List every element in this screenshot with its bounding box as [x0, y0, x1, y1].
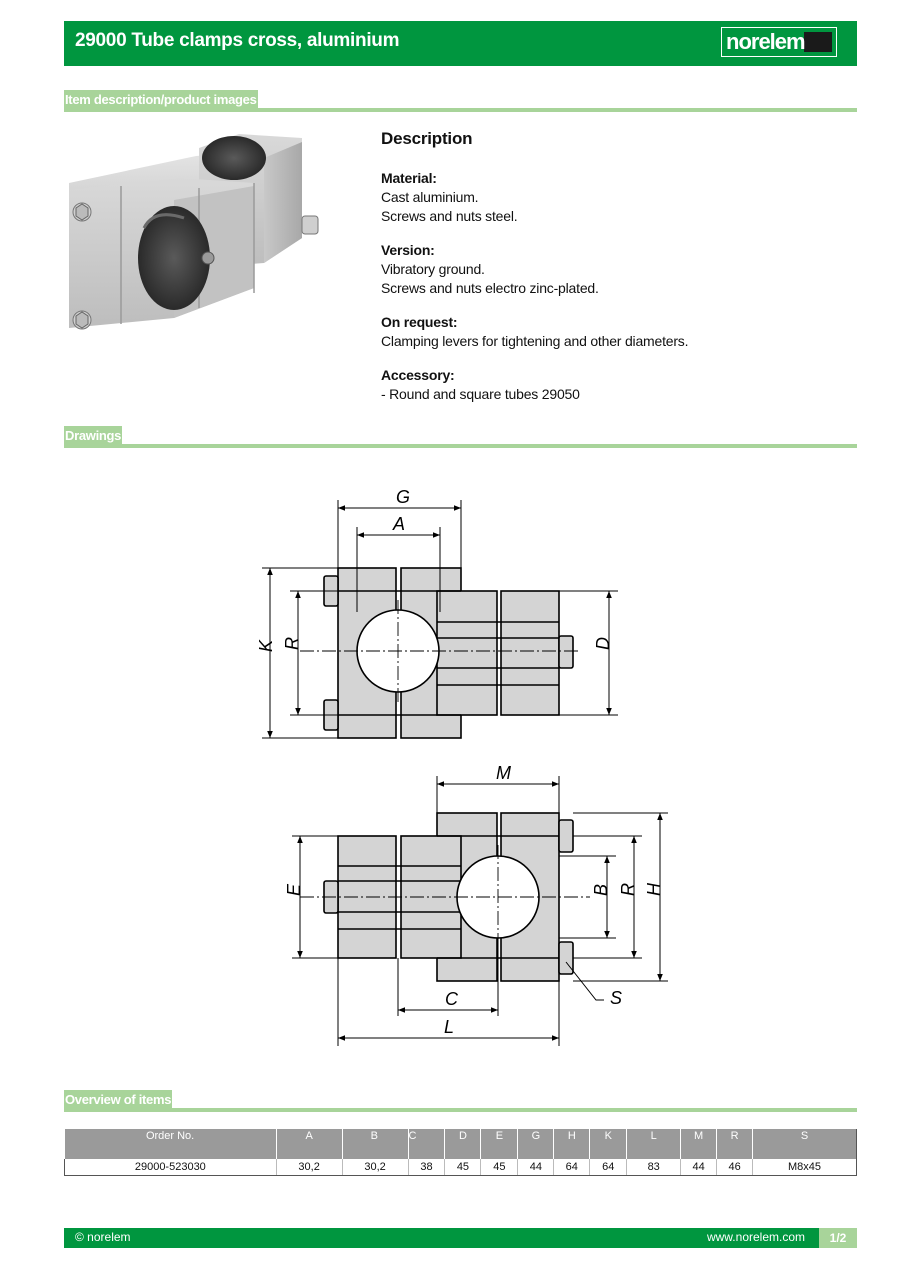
dim-label-r2: R: [618, 883, 638, 896]
version-label: Version:: [381, 242, 435, 258]
dim-label-g: G: [396, 487, 410, 507]
on-request-block: On request: Clamping levers for tighteni…: [381, 313, 851, 351]
version-block: Version: Vibratory ground. Screws and nu…: [381, 241, 851, 298]
section-drawings: Drawings: [64, 426, 857, 448]
table-cell: 38: [408, 1159, 446, 1176]
version-line: Vibratory ground.: [381, 261, 485, 277]
section-label: Item description/product images: [64, 90, 258, 112]
table-cell: 30,2: [342, 1159, 409, 1176]
dim-label-e: E: [284, 883, 304, 896]
material-block: Material: Cast aluminium. Screws and nut…: [381, 169, 851, 226]
table-cell: 83: [626, 1159, 682, 1176]
table-header-s: S: [752, 1129, 857, 1159]
material-label: Material:: [381, 170, 437, 186]
section-rule: [64, 1108, 857, 1112]
table-header-b: B: [342, 1129, 409, 1159]
items-table: Order No. A B C D E G H K L M R S 29000-…: [64, 1129, 857, 1176]
table-header-h: H: [553, 1129, 591, 1159]
dim-label-s: S: [610, 988, 622, 1008]
table-header-e: E: [480, 1129, 519, 1159]
dim-label-r: R: [282, 637, 302, 650]
page-header: 29000 Tube clamps cross, aluminium norel…: [64, 21, 857, 66]
dim-label-h: H: [644, 882, 664, 896]
footer-page-number: 1/2: [819, 1228, 857, 1248]
logo-block: [804, 32, 832, 52]
table-header-l: L: [626, 1129, 682, 1159]
on-request-line: Clamping levers for tightening and other…: [381, 333, 689, 349]
table-cell-order-no[interactable]: 29000-523030: [64, 1159, 277, 1176]
dim-label-l: L: [444, 1017, 454, 1037]
section-label: Drawings: [64, 426, 123, 448]
material-line: Cast aluminium.: [381, 189, 479, 205]
table-header-c: C: [408, 1129, 446, 1159]
logo-text: norelem: [726, 29, 806, 54]
dim-label-a: A: [392, 514, 405, 534]
table-cell: 64: [589, 1159, 628, 1176]
table-cell: M8x45: [752, 1159, 857, 1176]
product-image: [69, 134, 319, 330]
section-rule: [64, 444, 857, 448]
section-rule: [64, 108, 857, 112]
footer-website-link[interactable]: www.norelem.com: [706, 1230, 805, 1244]
dim-label-b: B: [591, 884, 611, 896]
table-header-d: D: [444, 1129, 482, 1159]
table-cell: 44: [517, 1159, 555, 1176]
on-request-label: On request:: [381, 314, 458, 330]
section-overview: Overview of items: [64, 1090, 857, 1112]
dim-label-k: K: [256, 639, 276, 652]
dim-label-c: C: [445, 989, 459, 1009]
table-cell: 30,2: [276, 1159, 343, 1176]
table-header-order-no: Order No.: [64, 1129, 277, 1159]
description-title: Description: [381, 129, 473, 148]
section-item-description: Item description/product images: [64, 90, 857, 112]
table-header-r: R: [716, 1129, 754, 1159]
dim-label-m: M: [496, 763, 511, 783]
dim-label-d: D: [593, 637, 613, 650]
table-header-k: K: [589, 1129, 628, 1159]
norelem-logo[interactable]: norelem: [721, 27, 837, 57]
table-row[interactable]: 29000-523030 30,2 30,2 38 45 45 44 64 64…: [64, 1159, 857, 1176]
version-line: Screws and nuts electro zinc-plated.: [381, 280, 599, 296]
technical-drawing: G A K R D M E B R H S C L: [256, 487, 668, 1046]
section-label: Overview of items: [64, 1090, 173, 1112]
table-cell: 46: [716, 1159, 754, 1176]
accessory-link[interactable]: - Round and square tubes 29050: [381, 386, 580, 402]
page-title: 29000 Tube clamps cross, aluminium: [75, 30, 400, 51]
table-header-row: Order No. A B C D E G H K L M R S: [64, 1129, 857, 1159]
footer-copyright: © norelem: [75, 1230, 131, 1244]
accessory-label: Accessory:: [381, 367, 455, 383]
page-footer: © norelem www.norelem.com 1/2: [64, 1228, 857, 1248]
table-header-m: M: [680, 1129, 718, 1159]
accessory-block: Accessory: - Round and square tubes 2905…: [381, 366, 851, 404]
table-header-g: G: [517, 1129, 555, 1159]
table-cell: 45: [480, 1159, 519, 1176]
table-cell: 44: [680, 1159, 718, 1176]
material-line: Screws and nuts steel.: [381, 208, 518, 224]
table-header-a: A: [276, 1129, 343, 1159]
description-panel: Description Material: Cast aluminium. Sc…: [381, 128, 851, 419]
table-cell: 64: [553, 1159, 591, 1176]
table-cell: 45: [444, 1159, 482, 1176]
